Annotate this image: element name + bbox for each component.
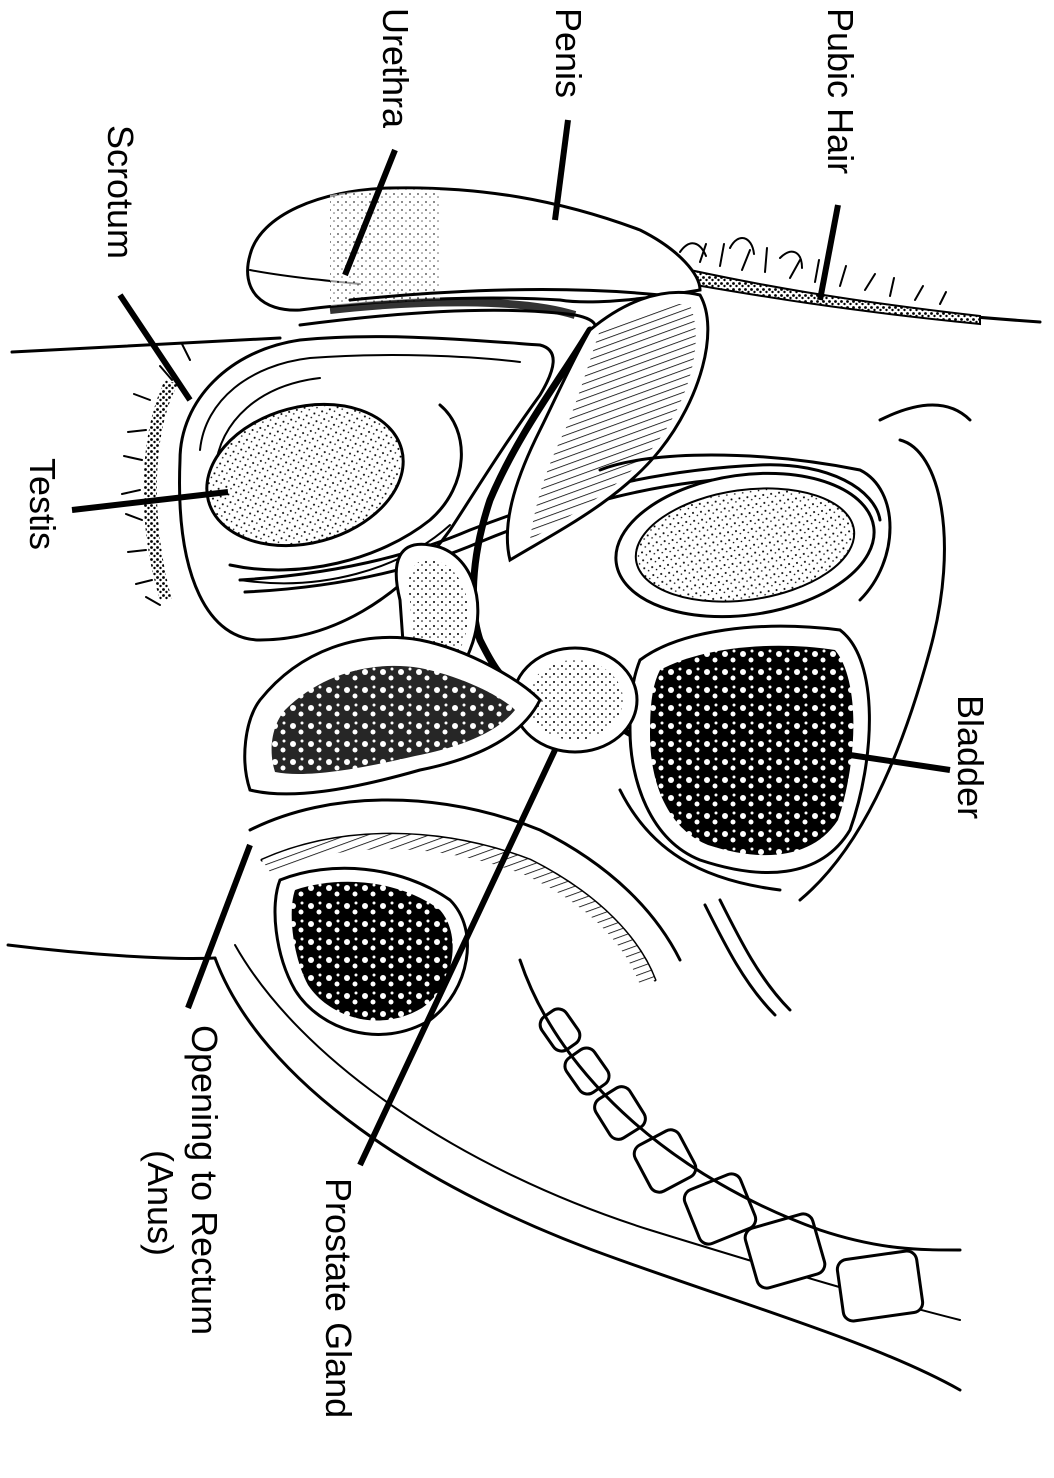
spine-vertebrae (520, 960, 960, 1322)
label-penis: Penis (548, 8, 589, 98)
leader-opening-rectum (188, 845, 250, 1008)
label-opening-rectum-line1: Opening to Rectum (184, 1025, 225, 1335)
label-prostate-gland: Prostate Gland (318, 1178, 359, 1418)
label-urethra: Urethra (375, 8, 416, 129)
leader-scrotum (120, 295, 190, 400)
bladder (620, 626, 869, 1015)
perineal-tissue (245, 638, 540, 794)
label-bladder: Bladder (950, 695, 991, 819)
leader-pubic-hair (820, 205, 838, 300)
label-scrotum: Scrotum (100, 125, 141, 259)
coccyx (275, 868, 467, 1034)
label-pubic-hair: Pubic Hair (820, 8, 861, 174)
label-opening-rectum-line2: (Anus) (140, 1150, 181, 1256)
label-testis: Testis (22, 458, 63, 550)
